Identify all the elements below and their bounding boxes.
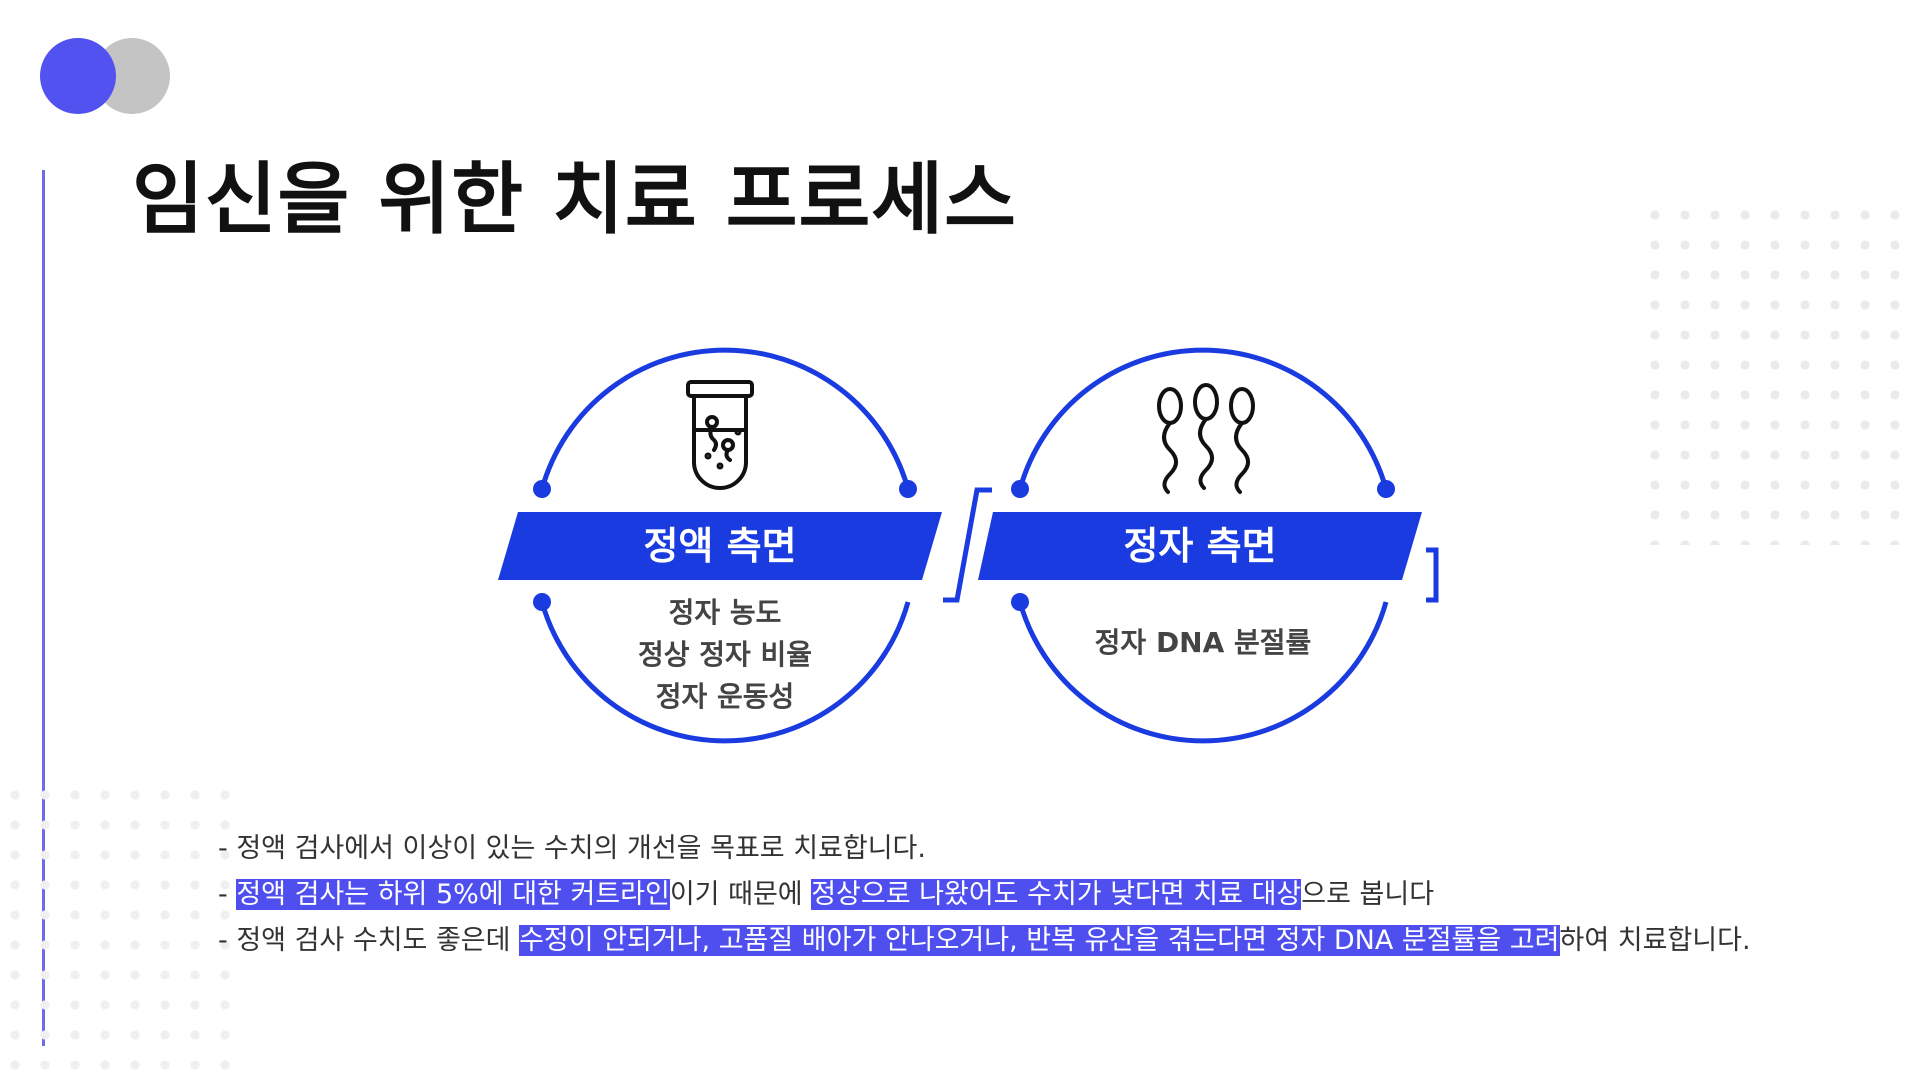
note-2-highlight-1: 정액 검사는 하위 5%에 대한 커트라인: [236, 879, 670, 910]
left-circle-dot-bl: [533, 593, 551, 611]
diagram-graphic: [498, 347, 1439, 744]
note-3-seg-3: 하여 치료합니다.: [1559, 925, 1751, 956]
test-tube-icon: [686, 380, 754, 490]
left-label-band: [498, 512, 942, 580]
left-circle-bottom-arc: [539, 601, 911, 744]
logo-blue-circle: [40, 38, 116, 114]
right-circle-bottom-arc: [1017, 601, 1389, 744]
note-line-2: - 정액 검사는 하위 5%에 대한 커트라인이기 때문에 정상으로 나왔어도 …: [218, 872, 1898, 918]
page-title: 임신을 위한 치료 프로세스: [132, 155, 1017, 245]
right-circle-dot-tl: [1011, 480, 1029, 498]
left-circle-top-arc: [539, 347, 911, 490]
right-circle-top-arc: [1017, 347, 1389, 490]
right-items: 정자 DNA 분절률: [1058, 622, 1348, 664]
right-item-1: 정자 DNA 분절률: [1094, 626, 1312, 659]
left-items: 정자 농도 정상 정자 비율 정자 운동성: [580, 592, 870, 718]
note-1-text: - 정액 검사에서 이상이 있는 수치의 개선을 목표로 치료합니다.: [218, 833, 926, 864]
left-item-1: 정자 농도: [668, 596, 782, 629]
note-2-seg-5: 으로 봅니다: [1301, 879, 1435, 910]
band-right-tail: [1426, 547, 1439, 603]
note-2-seg-3: 이기 때문에: [669, 879, 812, 910]
dot-pattern-left: [0, 780, 230, 1080]
left-label: 정액 측면: [643, 524, 797, 568]
note-2-seg-1: -: [218, 879, 237, 910]
note-line-3: - 정액 검사 수치도 좋은데 수정이 안되거나, 고품질 배아가 안나오거나,…: [218, 918, 1898, 964]
left-item-3: 정자 운동성: [655, 680, 795, 713]
left-vertical-rule: [42, 170, 45, 1046]
left-circle-dot-tl: [533, 480, 551, 498]
note-2-highlight-2: 정상으로 나왔어도 수치가 낮다면 치료 대상: [811, 879, 1302, 910]
note-3-highlight: 수정이 안되거나, 고품질 배아가 안나오거나, 반복 유산을 겪는다면 정자 …: [519, 925, 1560, 956]
dot-pattern-right: [1640, 200, 1920, 545]
right-label-band: [978, 512, 1422, 580]
treatment-diagram: 정액 측면 정자 측면 정자 농도 정상 정자 비율 정자 운동성 정자 DNA…: [490, 340, 1450, 760]
note-3-seg-1: - 정액 검사 수치도 좋은데: [218, 925, 520, 956]
right-circle-dot-tr: [1377, 480, 1395, 498]
note-line-1: - 정액 검사에서 이상이 있는 수치의 개선을 목표로 치료합니다.: [218, 826, 1898, 872]
logo: [40, 38, 170, 114]
right-label: 정자 측면: [1123, 524, 1277, 568]
band-connector: [943, 487, 992, 603]
sperm-icon: [1157, 383, 1255, 494]
left-item-2: 정상 정자 비율: [637, 638, 813, 671]
right-circle-dot-bl: [1011, 593, 1029, 611]
left-circle-dot-tr: [899, 480, 917, 498]
notes: - 정액 검사에서 이상이 있는 수치의 개선을 목표로 치료합니다. - 정액…: [218, 826, 1898, 964]
